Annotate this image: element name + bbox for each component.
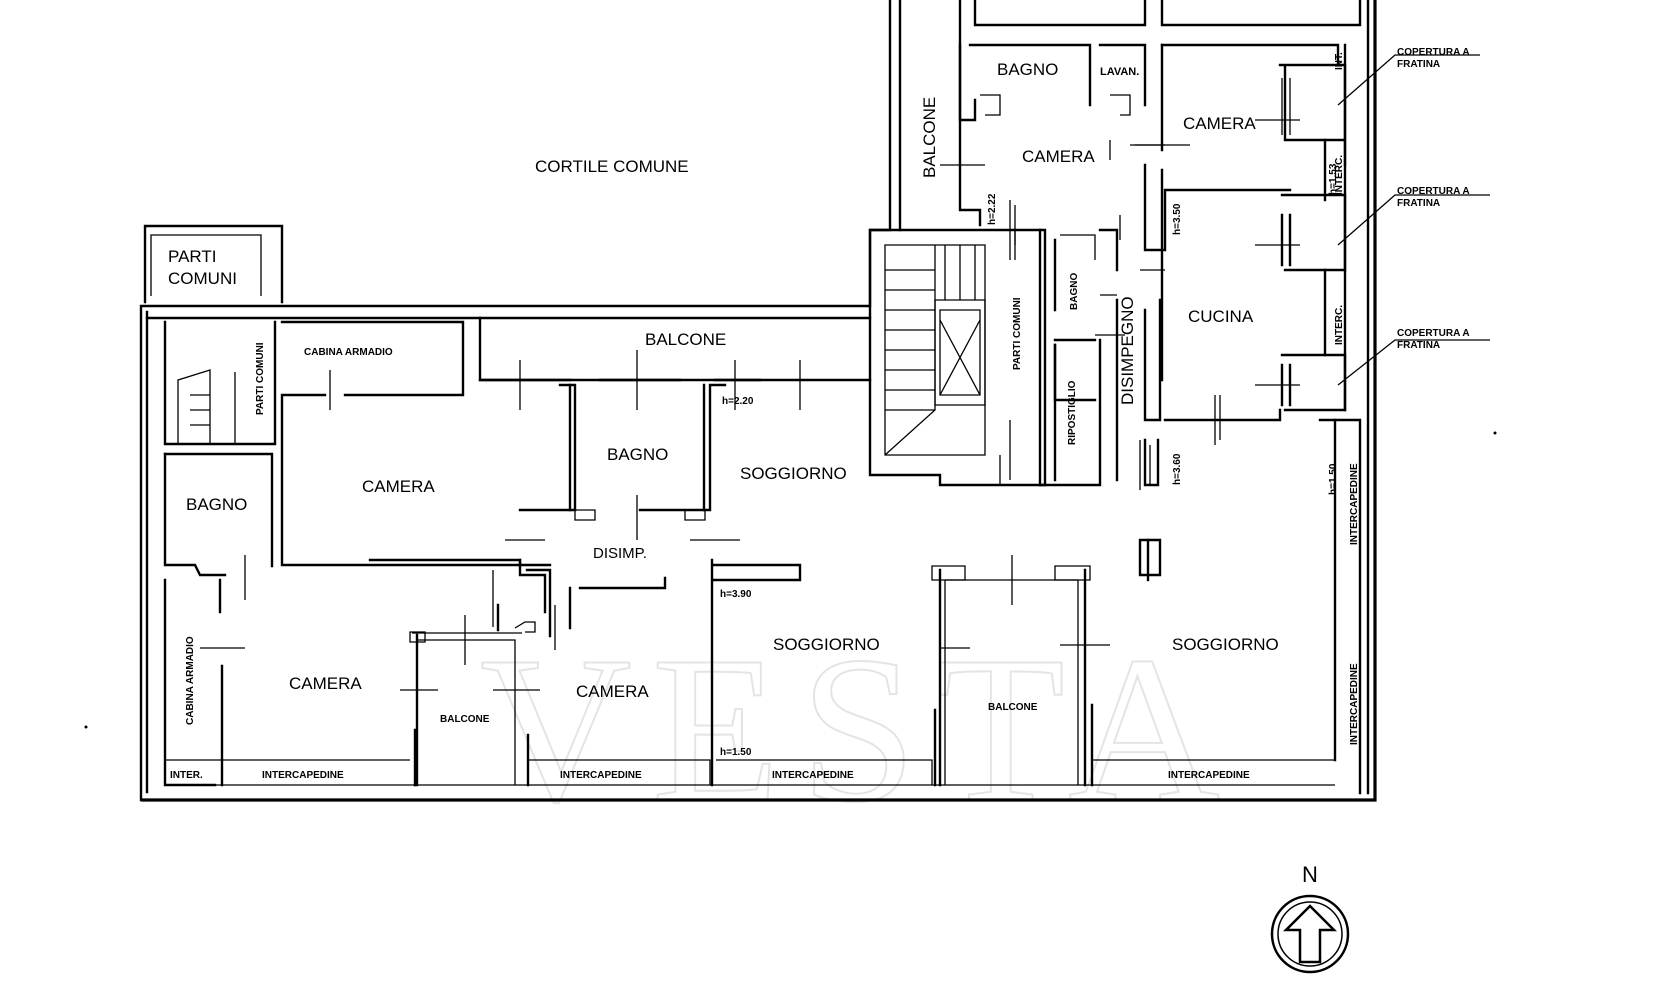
label-camera-3: CAMERA xyxy=(576,682,649,701)
label-soggiorno-3: SOGGIORNO xyxy=(1172,635,1279,654)
label-disimpegno: DISIMPEGNO xyxy=(1118,296,1137,405)
label-camera-1: CAMERA xyxy=(362,477,435,496)
label-camera-5: CAMERA xyxy=(1183,114,1256,133)
label-intercapedine-3: INTERCAPEDINE xyxy=(772,770,854,781)
label-lavan: LAVAN. xyxy=(1100,66,1139,78)
height-label-8: h=1.50 xyxy=(1328,463,1339,495)
label-interc-1: INTERC. xyxy=(1334,155,1345,195)
label-copertura-2: COPERTURA A xyxy=(1397,186,1470,197)
label-parti-comuni: PARTI xyxy=(168,247,217,266)
label-intercapedine-2: INTERCAPEDINE xyxy=(560,770,642,781)
height-label-3: h=1.50 xyxy=(720,747,752,758)
label-intercapedine-1: INTERCAPEDINE xyxy=(262,770,344,781)
label-intercapedine-v2: INTERCAPEDINE xyxy=(1349,663,1360,745)
north-compass: N xyxy=(1270,862,1350,974)
height-label-2: h=3.90 xyxy=(720,589,752,600)
height-labels: h=2.20 h=3.90 h=1.50 h=2.22 h=3.50 h=3.6… xyxy=(720,163,1339,758)
north-arrow-icon xyxy=(1282,904,1338,964)
label-interc-2: INTERC. xyxy=(1334,305,1345,345)
label-fratina-3: FRATINA xyxy=(1397,340,1440,351)
height-label-4: h=2.22 xyxy=(987,193,998,225)
label-camera-2: CAMERA xyxy=(289,674,362,693)
label-cabina-armadio-2: CABINA ARMADIO xyxy=(185,636,196,725)
label-disimp: DISIMP. xyxy=(593,545,647,562)
watermark: VESTA xyxy=(480,614,1240,846)
label-inter: INTER. xyxy=(170,770,203,781)
label-camera-4: CAMERA xyxy=(1022,147,1095,166)
label-parti-comuni-core: PARTI COMUNI xyxy=(1012,297,1023,370)
leader-lines xyxy=(1337,54,1490,386)
label-parti-comuni-stair: PARTI COMUNI xyxy=(255,342,266,415)
label-copertura-3: COPERTURA A xyxy=(1397,328,1470,339)
label-parti-comuni-2: COMUNI xyxy=(168,269,237,288)
label-balcone-small-1: BALCONE xyxy=(440,714,490,725)
label-balcone-top: BALCONE xyxy=(645,330,726,349)
height-label-5: h=3.50 xyxy=(1172,203,1183,235)
label-soggiorno-1: SOGGIORNO xyxy=(740,464,847,483)
label-bagno-2: BAGNO xyxy=(607,445,668,464)
label-copertura-1: COPERTURA A xyxy=(1397,47,1470,58)
label-ripostiglio: RIPOSTIGLIO xyxy=(1067,380,1078,445)
label-bagno-3: BAGNO xyxy=(997,60,1058,79)
room-labels: CORTILE COMUNE PARTI COMUNI PARTI COMUNI… xyxy=(168,47,1470,781)
label-balcone-vertical: BALCONE xyxy=(920,97,939,178)
label-intercapedine-4: INTERCAPEDINE xyxy=(1168,770,1250,781)
label-cabina-armadio: CABINA ARMADIO xyxy=(304,347,393,358)
label-balcone-small-2: BALCONE xyxy=(988,702,1038,713)
label-bagno-1: BAGNO xyxy=(186,495,247,514)
label-intercapedine-v1: INTERCAPEDINE xyxy=(1349,463,1360,545)
label-soggiorno-2: SOGGIORNO xyxy=(773,635,880,654)
height-label-6: h=3.60 xyxy=(1172,453,1183,485)
height-label-1: h=2.20 xyxy=(722,396,754,407)
label-bagno-4: BAGNO xyxy=(1069,273,1080,310)
compass-label: N xyxy=(1302,862,1318,887)
height-label-7: h=1.53 xyxy=(1328,163,1339,195)
label-fratina-1: FRATINA xyxy=(1397,59,1440,70)
label-cucina: CUCINA xyxy=(1188,307,1254,326)
label-fratina-2: FRATINA xyxy=(1397,198,1440,209)
label-int-top: INT. xyxy=(1334,52,1345,70)
walls xyxy=(139,0,1377,802)
door-marks xyxy=(200,119,1300,691)
label-cortile-comune: CORTILE COMUNE xyxy=(535,157,689,176)
stray-dots xyxy=(84,431,1497,729)
